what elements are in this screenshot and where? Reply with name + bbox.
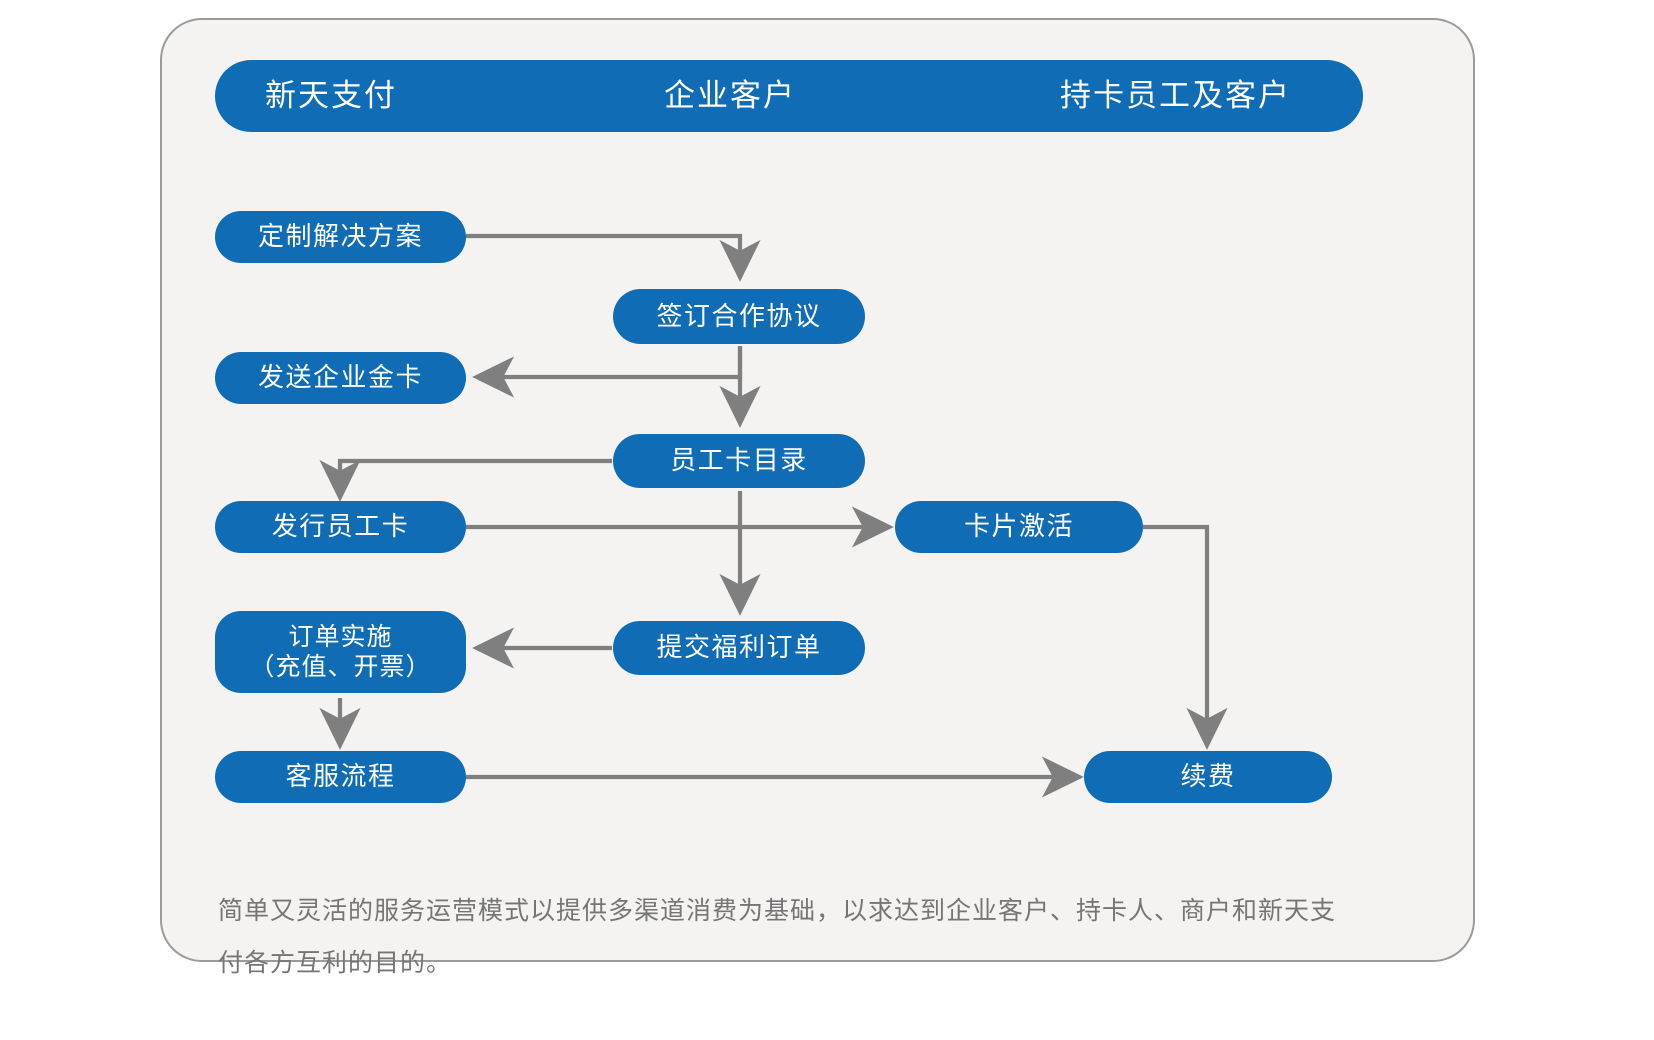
- node-order-execution[interactable]: 订单实施 （充值、开票）: [215, 611, 466, 693]
- lane-label-cardholder-employee: 持卡员工及客户: [1060, 78, 1291, 113]
- diagram-panel: [160, 18, 1475, 962]
- node-renewal[interactable]: 续费: [1084, 751, 1332, 803]
- node-sign-agreement[interactable]: 签订合作协议: [613, 289, 865, 344]
- node-customer-service[interactable]: 客服流程: [215, 751, 466, 803]
- lane-label-payment-provider: 新天支付: [265, 78, 397, 113]
- node-send-gold-card[interactable]: 发送企业金卡: [215, 352, 466, 404]
- diagram-caption: 简单又灵活的服务运营模式以提供多渠道消费为基础，以求达到企业客户、持卡人、商户和…: [218, 897, 1337, 977]
- node-custom-solution[interactable]: 定制解决方案: [215, 211, 466, 263]
- node-card-activation[interactable]: 卡片激活: [895, 501, 1143, 553]
- lane-label-enterprise-customer: 企业客户: [664, 78, 796, 113]
- node-issue-employee-card[interactable]: 发行员工卡: [215, 501, 466, 553]
- lane-header-bar: 新天支付 企业客户 持卡员工及客户: [215, 60, 1363, 132]
- node-submit-benefit-order[interactable]: 提交福利订单: [613, 621, 865, 675]
- node-employee-card-list[interactable]: 员工卡目录: [613, 434, 865, 488]
